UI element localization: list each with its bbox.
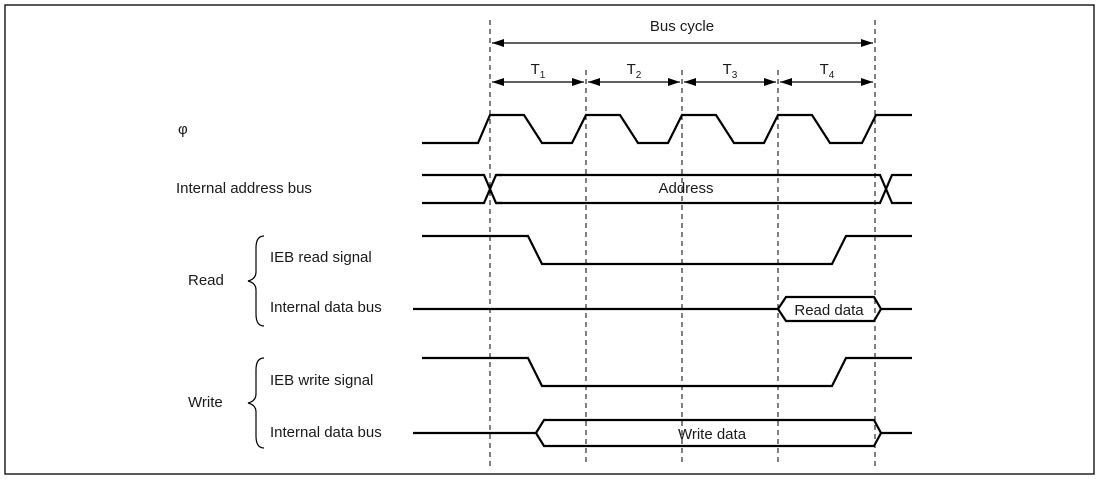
state-arrows [492, 78, 873, 86]
write-data-bus-label: Internal data bus [270, 424, 382, 441]
ieb-write-label: IEB write signal [270, 372, 373, 389]
read-group-label: Read [188, 272, 224, 289]
frame [4, 4, 1095, 475]
read-brace [247, 235, 265, 327]
address-bus-waveform [422, 173, 912, 205]
state-t3-label: T3 [723, 61, 738, 81]
ieb-write-waveform [422, 356, 912, 388]
bus-cycle-label: Bus cycle [650, 18, 714, 35]
write-brace [247, 357, 265, 449]
state-t4-label: T4 [820, 61, 835, 81]
address-value: Address [658, 180, 713, 197]
ieb-read-label: IEB read signal [270, 249, 372, 266]
write-group-label: Write [188, 394, 223, 411]
bus-cycle-arrow [492, 39, 873, 47]
read-data-bus-waveform [413, 295, 912, 323]
write-data-value: Write data [678, 426, 747, 443]
ieb-read-waveform [422, 234, 912, 266]
cycle-boundaries [489, 20, 876, 466]
state-t2-label: T2 [627, 61, 642, 81]
address-bus-label: Internal address bus [176, 180, 312, 197]
read-data-value: Read data [794, 302, 864, 319]
clock-waveform [422, 113, 912, 145]
state-t1-label: T1 [531, 61, 546, 81]
clock-label: φ [178, 121, 188, 138]
read-data-bus-label: Internal data bus [270, 299, 382, 316]
write-data-bus-waveform [413, 418, 912, 448]
